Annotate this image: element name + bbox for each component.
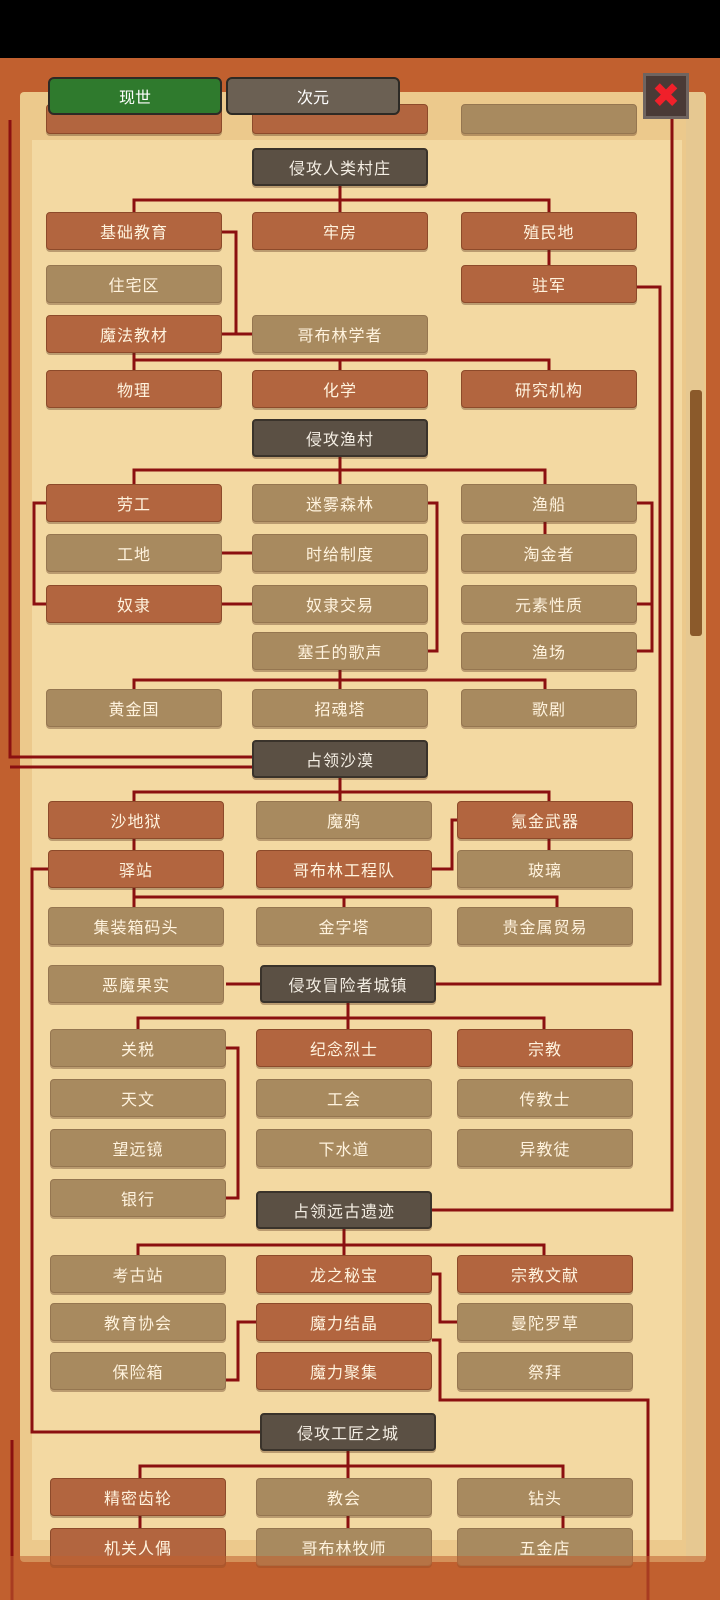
- tech-node[interactable]: 教会: [256, 1478, 432, 1516]
- scrollbar-thumb[interactable]: [690, 390, 702, 636]
- tech-node[interactable]: 塞壬的歌声: [252, 632, 428, 670]
- tech-node[interactable]: 天文: [50, 1079, 226, 1117]
- tech-section-header[interactable]: 占领远古遗迹: [256, 1191, 432, 1229]
- connector-line: [430, 118, 674, 1212]
- tech-node[interactable]: 纪念烈士: [256, 1029, 432, 1067]
- tech-node[interactable]: 龙之秘宝: [256, 1255, 432, 1293]
- tech-node[interactable]: 异教徒: [457, 1129, 633, 1167]
- tech-section-header[interactable]: 侵攻工匠之城: [260, 1413, 436, 1451]
- tech-node[interactable]: 劳工: [46, 484, 222, 522]
- tech-node[interactable]: 金字塔: [256, 907, 432, 945]
- tech-node[interactable]: 玻璃: [457, 850, 633, 888]
- tech-node[interactable]: 哥布林学者: [252, 315, 428, 353]
- tech-node[interactable]: 传教士: [457, 1079, 633, 1117]
- tech-section-header[interactable]: 侵攻人类村庄: [252, 148, 428, 186]
- connector-line: [32, 501, 46, 606]
- tab-present-world[interactable]: 现世: [48, 77, 222, 115]
- connector-line: [637, 501, 654, 653]
- tech-node[interactable]: 牢房: [252, 212, 428, 250]
- tech-node[interactable]: 渔船: [461, 484, 637, 522]
- tech-node[interactable]: 工地: [46, 534, 222, 572]
- tech-node[interactable]: 殖民地: [461, 212, 637, 250]
- tech-node[interactable]: 恶魔果实: [48, 965, 224, 1003]
- tech-node[interactable]: 驻军: [461, 265, 637, 303]
- tech-node[interactable]: 迷雾森林: [252, 484, 428, 522]
- connector-line: [136, 1243, 546, 1255]
- tech-node[interactable]: 基础教育: [46, 212, 222, 250]
- tech-node[interactable]: 哥布林工程队: [256, 850, 432, 888]
- tech-node[interactable]: 银行: [50, 1179, 226, 1217]
- tech-section-header[interactable]: 侵攻冒险者城镇: [260, 965, 436, 1003]
- tech-node[interactable]: 驿站: [48, 850, 224, 888]
- tech-node[interactable]: 化学: [252, 370, 428, 408]
- connector-line: [432, 1338, 650, 1600]
- tech-node[interactable]: 魔力聚集: [256, 1352, 432, 1390]
- close-button[interactable]: ✖: [643, 73, 689, 119]
- connector-line: [436, 285, 662, 986]
- tech-node[interactable]: 关税: [50, 1029, 226, 1067]
- tech-node[interactable]: 曼陀罗草: [457, 1303, 633, 1341]
- connector-line: [8, 120, 252, 759]
- tech-node[interactable]: 祭拜: [457, 1352, 633, 1390]
- tech-node[interactable]: 工会: [256, 1079, 432, 1117]
- tech-node[interactable]: 集装箱码头: [48, 907, 224, 945]
- close-icon: ✖: [651, 76, 681, 116]
- tech-node[interactable]: 魔鸦: [256, 801, 432, 839]
- connector-line: [428, 501, 439, 653]
- connector-line: [138, 1464, 565, 1478]
- tech-node[interactable]: 住宅区: [46, 265, 222, 303]
- tech-node[interactable]: 宗教文献: [457, 1255, 633, 1293]
- tech-node[interactable]: 钻头: [457, 1478, 633, 1516]
- tech-node[interactable]: 时给制度: [252, 534, 428, 572]
- tech-node[interactable]: 考古站: [50, 1255, 226, 1293]
- realm-tabs: 现世 次元: [48, 77, 400, 115]
- connector-line: [432, 1272, 457, 1324]
- tech-node[interactable]: 魔力结晶: [256, 1303, 432, 1341]
- tech-node[interactable]: 氪金武器: [457, 801, 633, 839]
- tech-node[interactable]: 沙地狱: [48, 801, 224, 839]
- tech-node[interactable]: 教育协会: [50, 1303, 226, 1341]
- frame-bottom-edge: [0, 1556, 720, 1600]
- connector-line: [226, 1320, 256, 1382]
- tech-node[interactable]: 歌剧: [461, 689, 637, 727]
- tech-node[interactable]: 渔场: [461, 632, 637, 670]
- tech-section-header[interactable]: 侵攻渔村: [252, 419, 428, 457]
- tech-node[interactable]: 研究机构: [461, 370, 637, 408]
- tech-section-header[interactable]: 占领沙漠: [252, 740, 428, 778]
- tech-node[interactable]: 保险箱: [50, 1352, 226, 1390]
- tech-node[interactable]: 精密齿轮: [50, 1478, 226, 1516]
- tech-node[interactable]: 黄金国: [46, 689, 222, 727]
- tech-node[interactable]: 元素性质: [461, 585, 637, 623]
- tech-node-cut[interactable]: [461, 104, 637, 134]
- connector-line: [30, 867, 260, 1434]
- tech-node[interactable]: 魔法教材: [46, 315, 222, 353]
- connector-line: [222, 230, 252, 336]
- tech-node[interactable]: 宗教: [457, 1029, 633, 1067]
- tech-node[interactable]: 奴隶交易: [252, 585, 428, 623]
- tech-node[interactable]: 淘金者: [461, 534, 637, 572]
- tab-other-dimension[interactable]: 次元: [226, 77, 400, 115]
- connector-line: [136, 1016, 546, 1029]
- tech-node[interactable]: 物理: [46, 370, 222, 408]
- tech-node[interactable]: 下水道: [256, 1129, 432, 1167]
- tech-node[interactable]: 奴隶: [46, 585, 222, 623]
- tech-node[interactable]: 望远镜: [50, 1129, 226, 1167]
- tech-node[interactable]: 贵金属贸易: [457, 907, 633, 945]
- connector-line: [226, 1046, 240, 1200]
- tech-node[interactable]: 招魂塔: [252, 689, 428, 727]
- connector-line: [432, 818, 457, 871]
